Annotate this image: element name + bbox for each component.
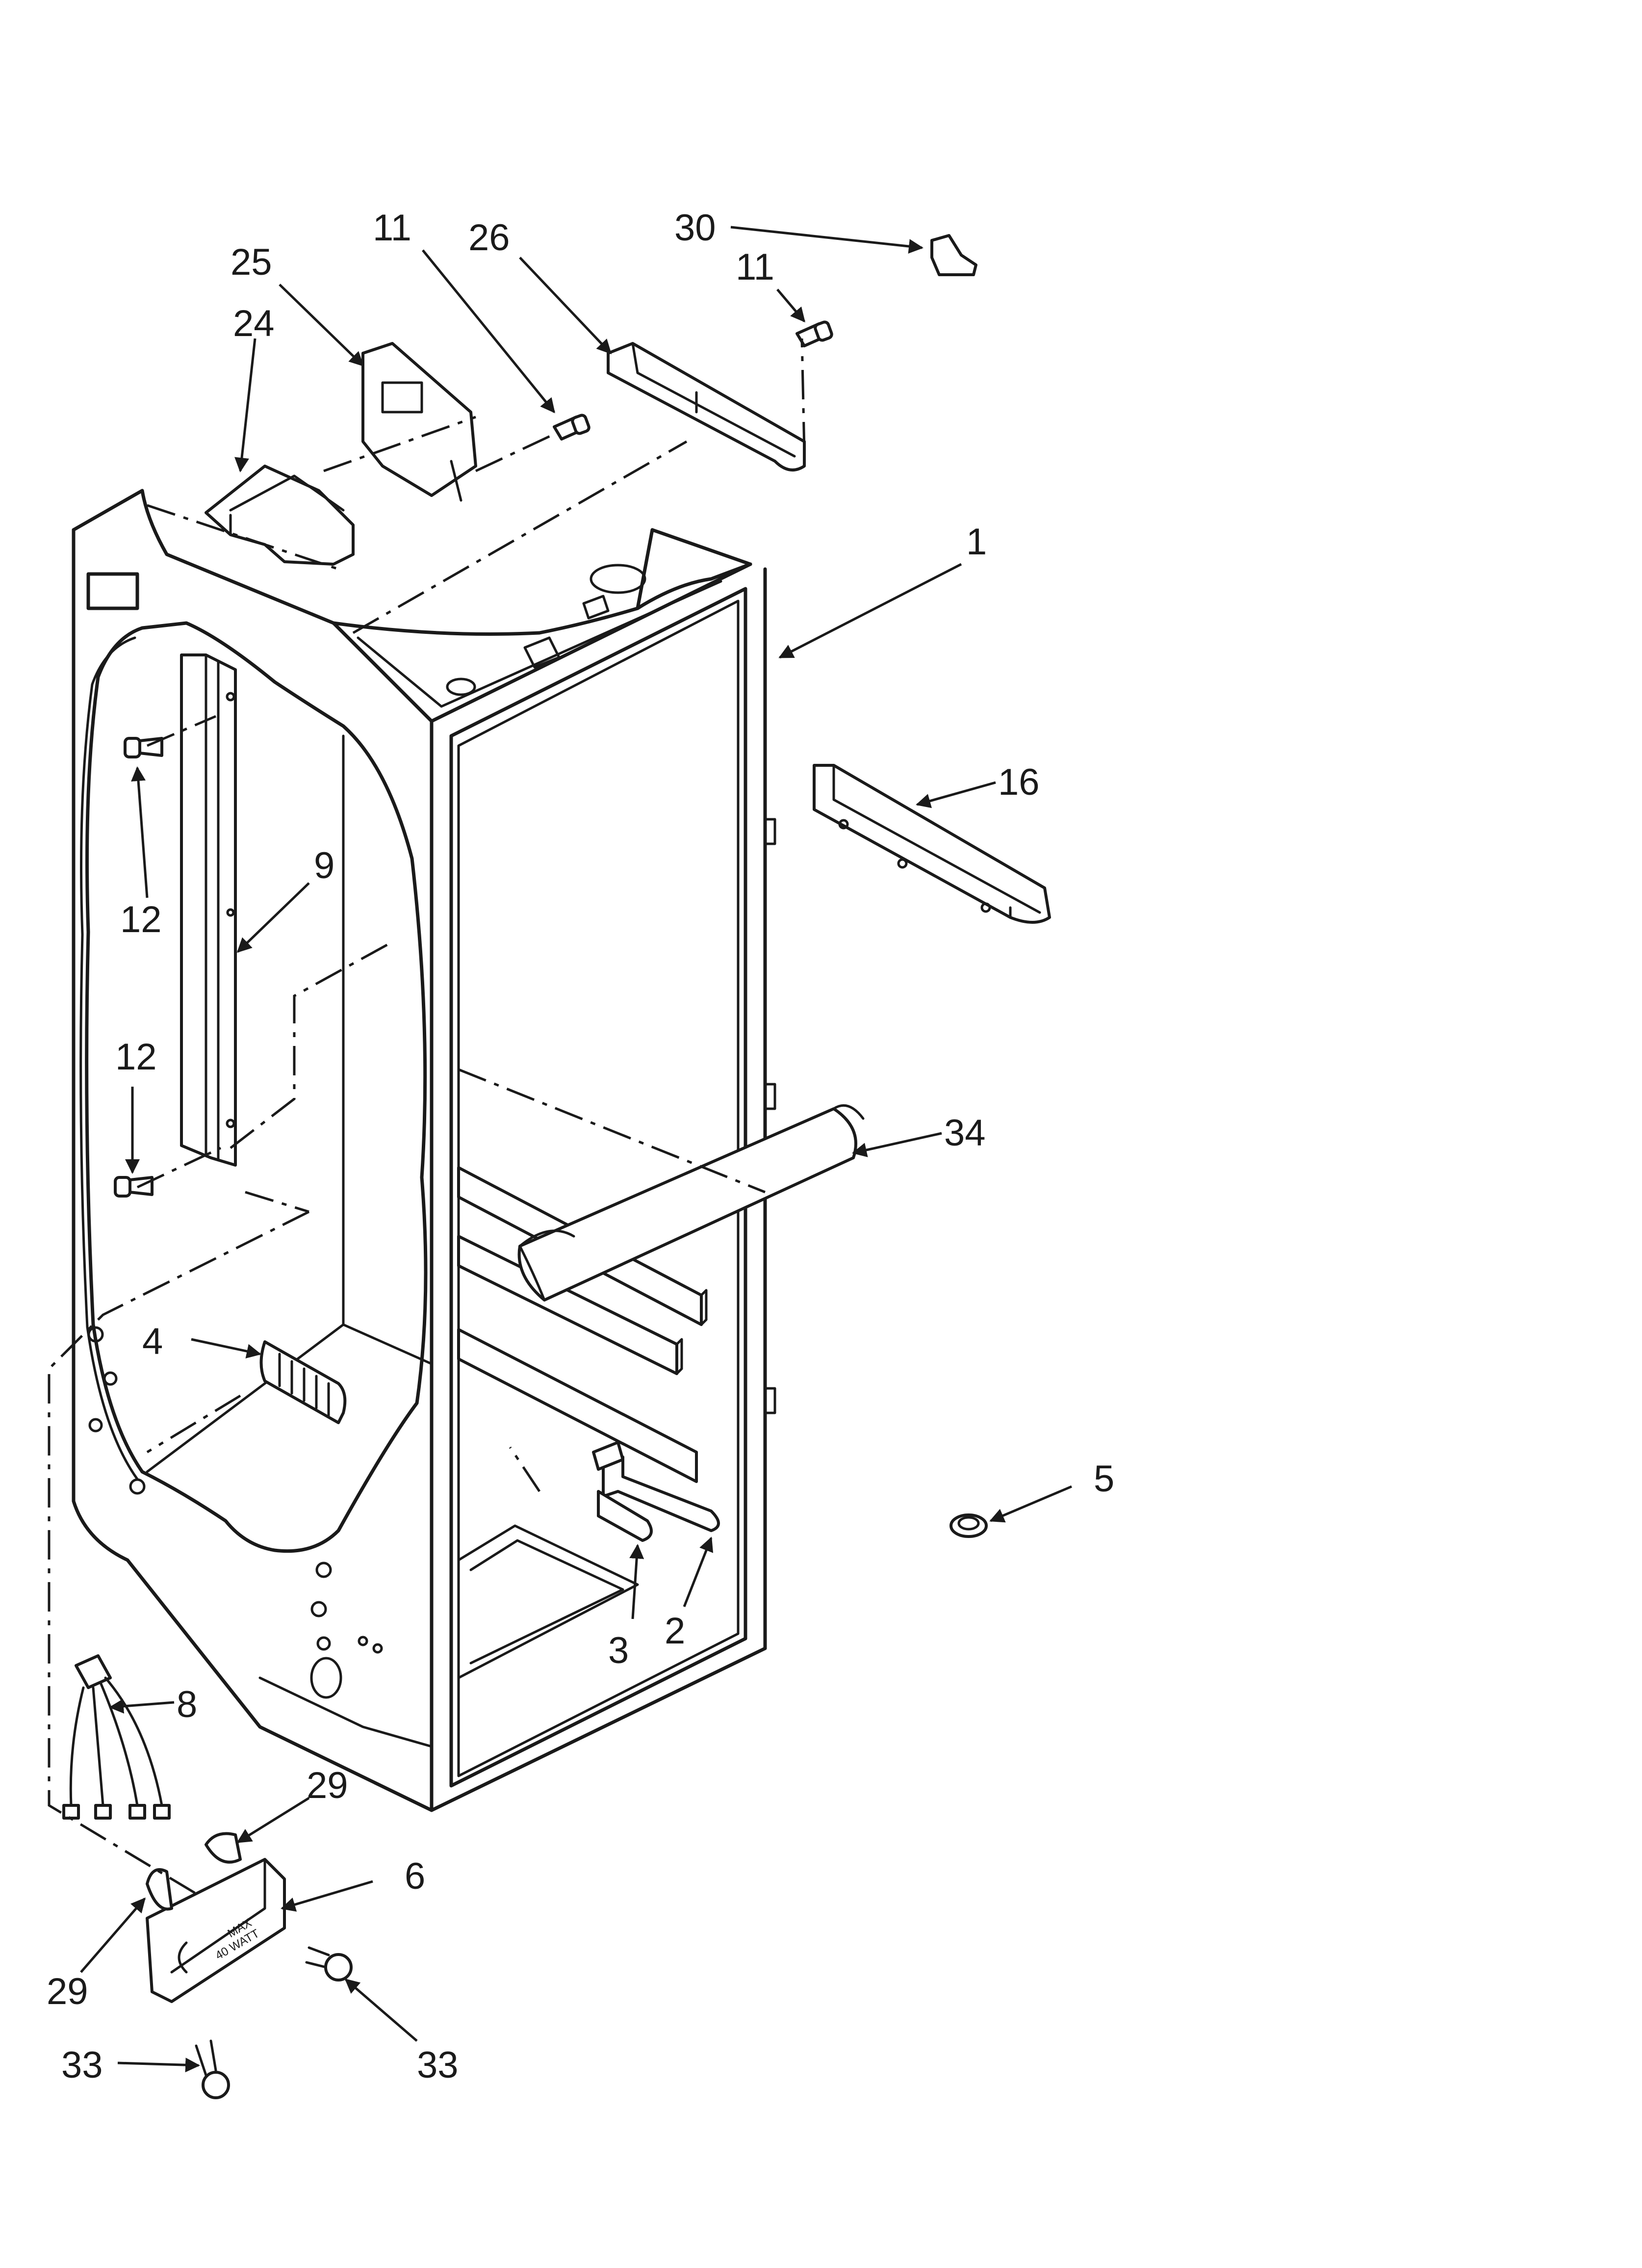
part-34-cover [517, 1104, 865, 1302]
callout-25: 25 [231, 241, 272, 283]
part-6-housing: MAX 40 WATT [146, 1858, 286, 2003]
part-8-harness [62, 1654, 171, 1820]
leader-lines [80, 226, 1072, 2073]
callout-11-left: 11 [373, 207, 411, 249]
callout-5: 5 [1094, 1458, 1114, 1500]
callout-9: 9 [314, 845, 334, 886]
part-33b [305, 1946, 353, 1981]
part-24-housing [205, 465, 355, 566]
part-26-rail [607, 342, 806, 471]
callout-4: 4 [142, 1321, 163, 1362]
callout-30: 30 [674, 207, 716, 249]
callout-8: 8 [177, 1684, 197, 1725]
part-29a-clip [205, 1832, 242, 1864]
callout-1: 1 [966, 521, 987, 563]
part-30-clip [930, 234, 977, 276]
callout-24: 24 [233, 303, 275, 344]
callout-12-upper: 12 [120, 899, 162, 940]
callout-6: 6 [405, 1855, 425, 1897]
screw-12b [114, 1176, 154, 1198]
part-4-grille [259, 1340, 347, 1424]
callout-12-lower: 12 [115, 1036, 157, 1078]
part-25-bracket [361, 342, 477, 502]
callout-numbers: 30 11 26 11 25 24 1 16 9 12 12 34 4 5 3 … [47, 207, 1114, 2086]
callout-34: 34 [944, 1112, 986, 1154]
callout-33-left: 33 [61, 2044, 103, 2086]
callout-11-right: 11 [736, 246, 774, 288]
callout-3: 3 [608, 1630, 629, 1671]
callout-33-right: 33 [417, 2044, 459, 2086]
part-9-rail [180, 653, 237, 1167]
screw-11a [553, 414, 590, 441]
screw-11b [795, 320, 833, 347]
callout-29-upper: 29 [307, 1765, 348, 1806]
callout-2: 2 [665, 1610, 685, 1652]
assembly-lines [48, 338, 806, 1895]
part-29b-clip [146, 1868, 173, 1911]
part-16-shield [813, 764, 1051, 924]
callout-16: 16 [998, 761, 1040, 803]
callout-29-lower: 29 [47, 1971, 88, 2012]
part-5-plug [949, 1513, 988, 1538]
part-33a [195, 2039, 230, 2099]
callout-26: 26 [468, 217, 510, 259]
